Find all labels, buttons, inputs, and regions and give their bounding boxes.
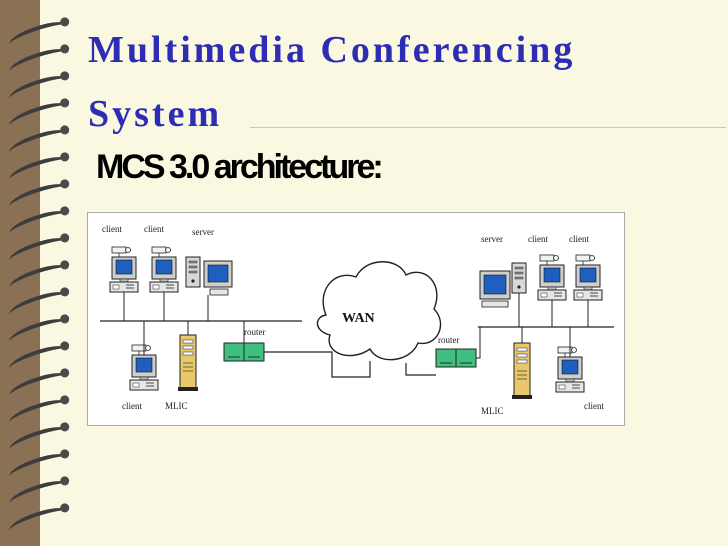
left-client-3-label: client xyxy=(122,401,142,411)
right-client-3 xyxy=(555,327,585,393)
right-mlic xyxy=(511,327,533,400)
left-router-label: router xyxy=(244,327,266,337)
right-client-1 xyxy=(537,254,567,327)
right-router xyxy=(435,327,481,368)
right-client-3-label: client xyxy=(584,401,604,411)
left-mlic-label: MLIC xyxy=(165,401,188,411)
left-client-2-label: client xyxy=(144,224,164,234)
left-router-wan-link xyxy=(264,351,371,378)
right-router-label: router xyxy=(438,335,460,345)
left-client-3 xyxy=(129,321,159,391)
right-server-label: server xyxy=(481,234,503,244)
right-client-2 xyxy=(573,254,603,327)
left-server xyxy=(185,256,233,321)
wan-label: WAN xyxy=(342,311,375,326)
right-client-1-label: client xyxy=(528,234,548,244)
slide-subtitle: MCS 3.0 architecture: xyxy=(96,148,384,186)
architecture-diagram: client client server router client MLIC … xyxy=(87,212,625,426)
left-client-1 xyxy=(109,246,139,321)
right-server xyxy=(479,262,527,327)
wan-cloud xyxy=(316,261,442,361)
left-server-label: server xyxy=(192,227,214,237)
title-underline xyxy=(250,127,726,128)
right-router-wan-link xyxy=(405,363,436,376)
left-mlic xyxy=(177,321,199,392)
network-drawing xyxy=(100,246,614,400)
left-client-1-label: client xyxy=(102,224,122,234)
slide-title-line-1: Multimedia Conferencing xyxy=(88,29,576,71)
right-mlic-label: MLIC xyxy=(481,406,504,416)
left-client-2 xyxy=(149,246,179,321)
left-router xyxy=(223,321,265,362)
right-client-2-label: client xyxy=(569,234,589,244)
slide-title-line-2: System xyxy=(88,93,223,135)
